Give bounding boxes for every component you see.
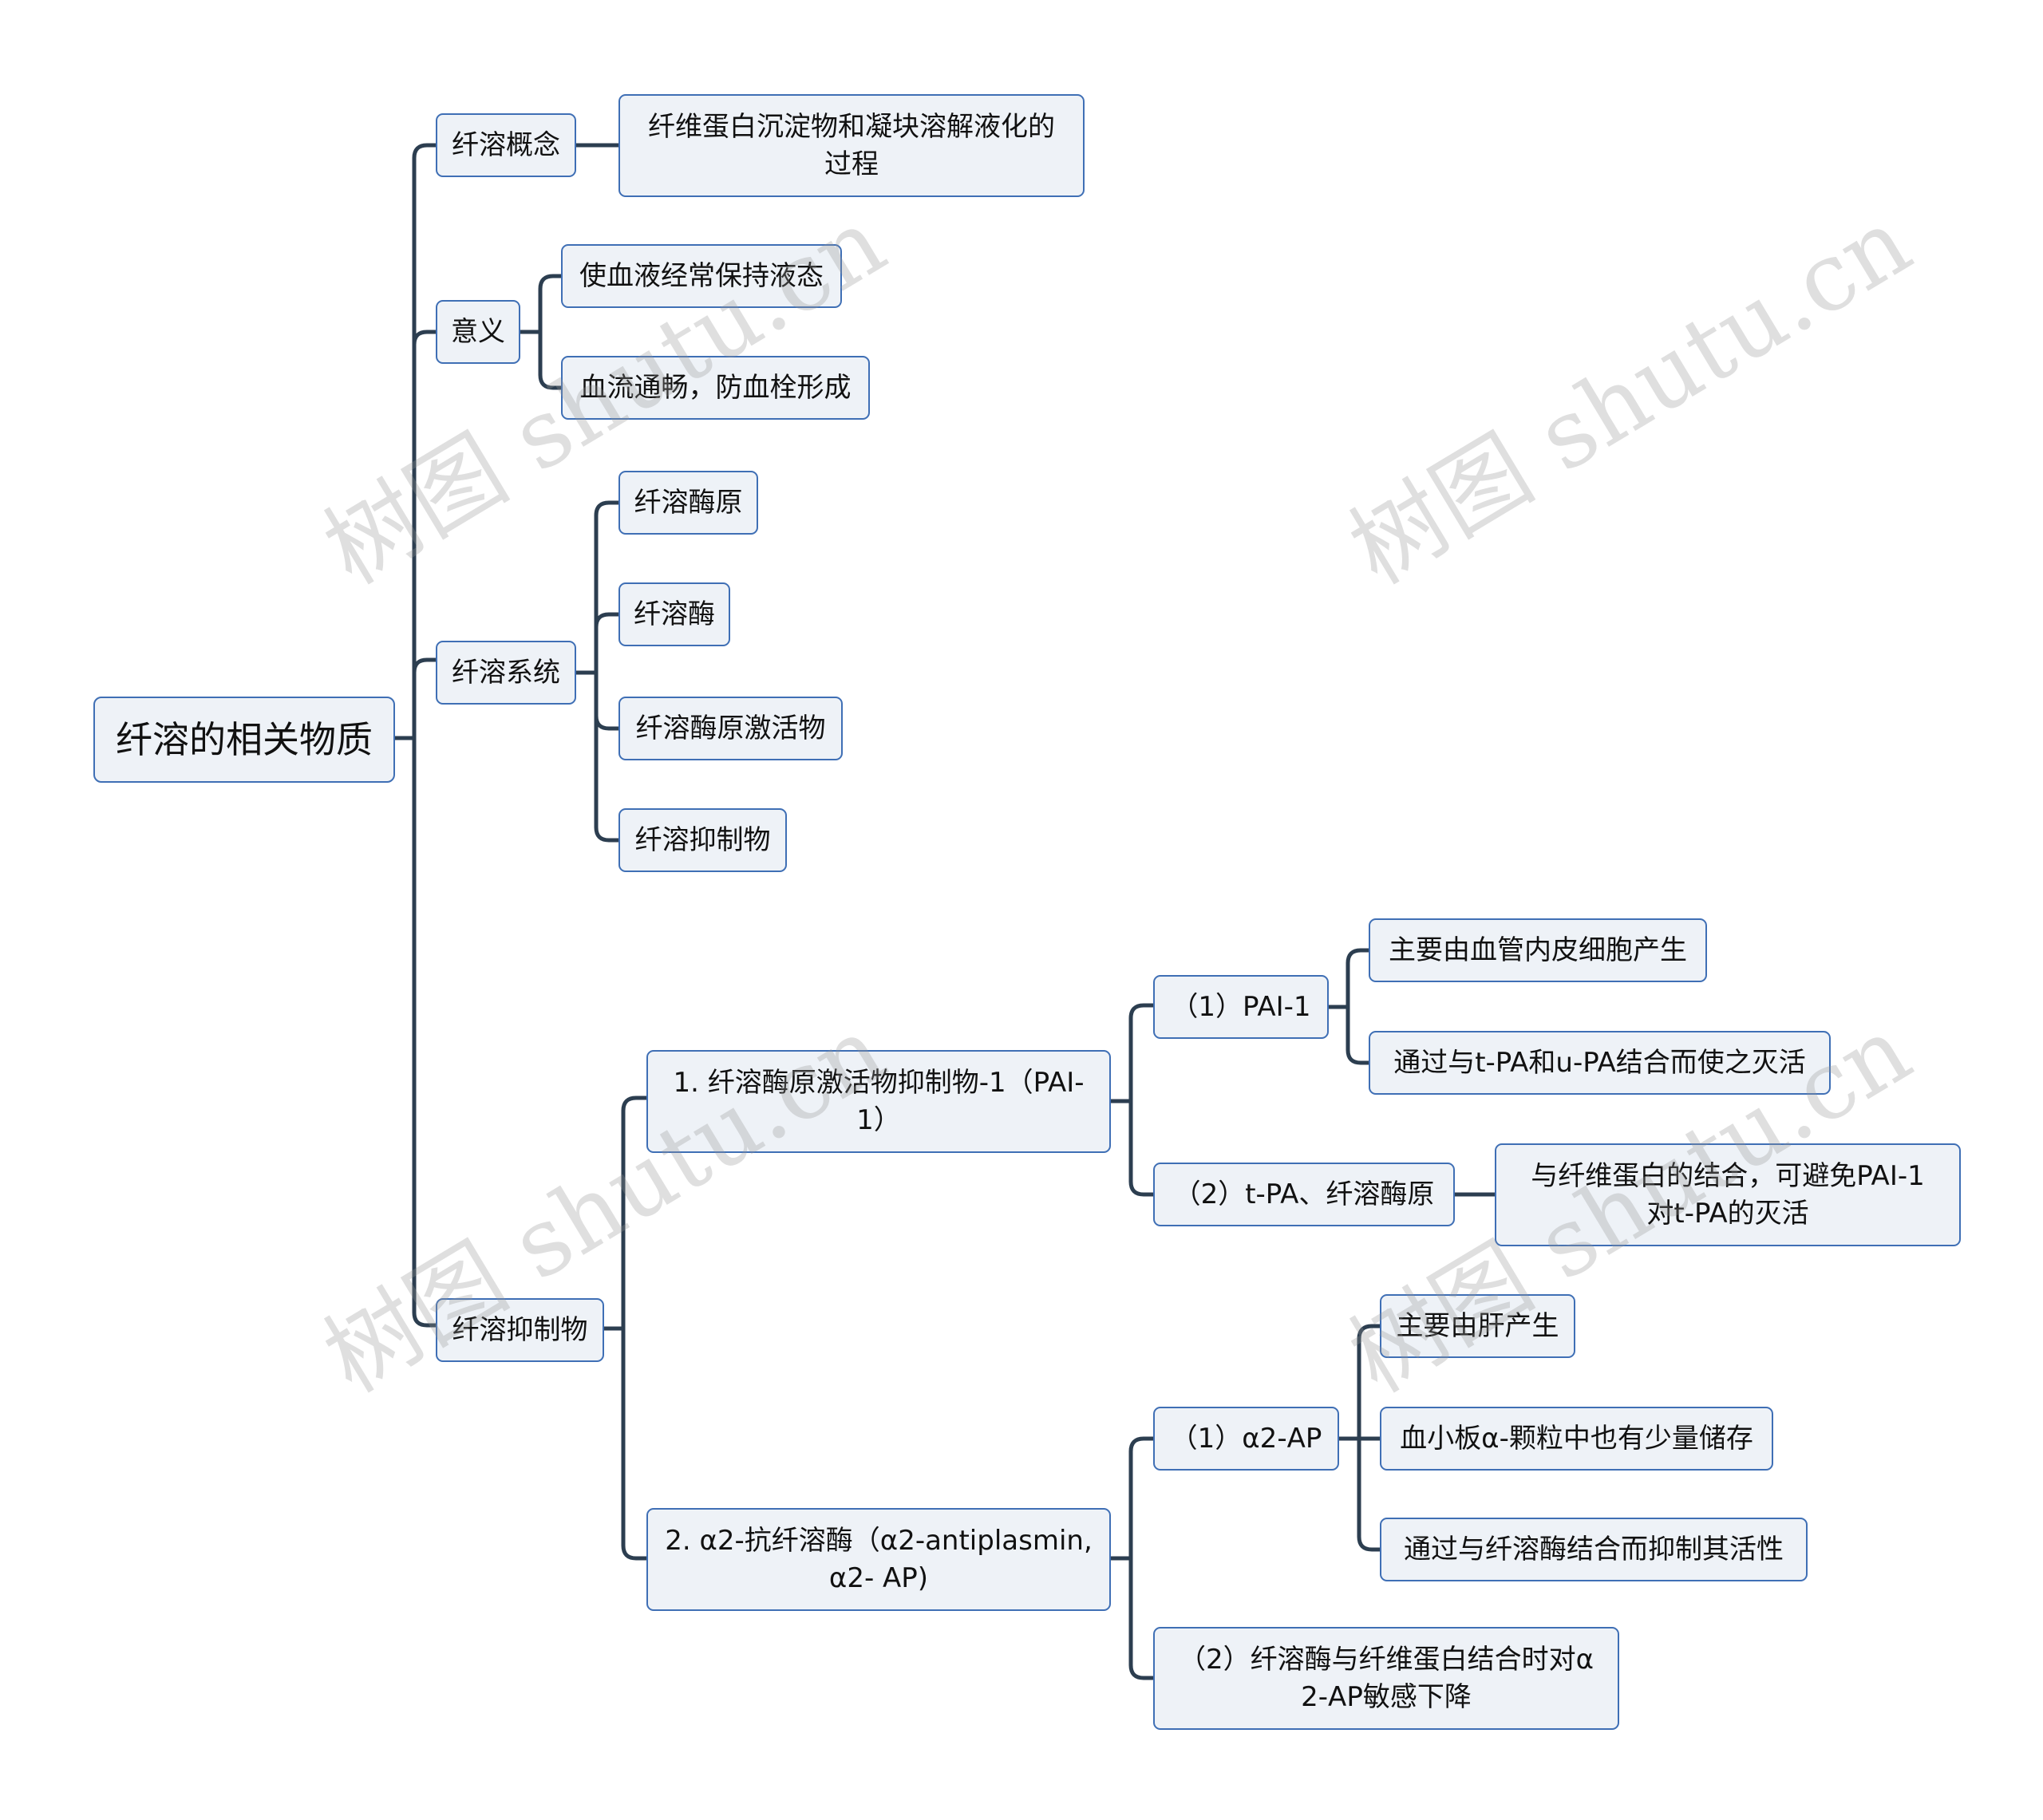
a2ap-item[interactable]: 主要由肝产生	[1380, 1294, 1575, 1358]
system-item[interactable]: 纤溶酶原激活物	[618, 697, 843, 760]
pai1-item[interactable]: 主要由血管内皮细胞产生	[1369, 918, 1707, 982]
branch-system[interactable]: 纤溶系统	[436, 641, 576, 705]
system-item[interactable]: 纤溶酶原	[618, 471, 758, 535]
system-item[interactable]: 纤溶酶	[618, 582, 730, 646]
connector-pai1	[1326, 948, 1373, 1065]
branch-concept[interactable]: 纤溶概念	[436, 113, 576, 177]
pai1-item[interactable]: 通过与t-PA和u-PA结合而使之灭活	[1369, 1031, 1831, 1095]
a2ap-item[interactable]: 血小板α-颗粒中也有少量储存	[1380, 1407, 1773, 1471]
system-item[interactable]: 纤溶抑制物	[618, 808, 787, 872]
pai1-node[interactable]: （1）PAI-1	[1153, 975, 1329, 1039]
root-node[interactable]: 纤溶的相关物质	[93, 697, 395, 783]
concept-definition[interactable]: 纤维蛋白沉淀物和凝块溶解液化的 过程	[618, 94, 1085, 197]
a2ap-node[interactable]: （1）α2-AP	[1153, 1407, 1339, 1471]
connector-root	[393, 143, 440, 1328]
meaning-item[interactable]: 血流通畅，防血栓形成	[561, 356, 870, 420]
connector-inhibitors	[602, 1096, 650, 1561]
branch-inhibitors[interactable]: 纤溶抑制物	[436, 1298, 604, 1362]
pai-node[interactable]: 1. 纤溶酶原激活物抑制物-1（PAI- 1）	[646, 1050, 1111, 1153]
tpa-node[interactable]: （2）t-PA、纤溶酶原	[1153, 1163, 1455, 1226]
a2-decline-node[interactable]: （2）纤溶酶与纤维蛋白结合时对α 2-AP敏感下降	[1153, 1627, 1619, 1730]
tpa-item[interactable]: 与纤维蛋白的结合，可避免PAI-1 对t-PA的灭活	[1495, 1143, 1961, 1246]
connector-system	[574, 500, 623, 843]
connector-a2	[1108, 1436, 1157, 1680]
a2ap-item[interactable]: 通过与纤溶酶结合而抑制其活性	[1380, 1518, 1808, 1581]
connector-pai	[1108, 1003, 1157, 1197]
connector-ap	[1337, 1324, 1384, 1552]
connector-meaning	[518, 274, 565, 390]
branch-meaning[interactable]: 意义	[436, 300, 520, 364]
a2-node[interactable]: 2. α2-抗纤溶酶（α2-antiplasmin, α2- AP)	[646, 1508, 1111, 1611]
meaning-item[interactable]: 使血液经常保持液态	[561, 244, 842, 308]
